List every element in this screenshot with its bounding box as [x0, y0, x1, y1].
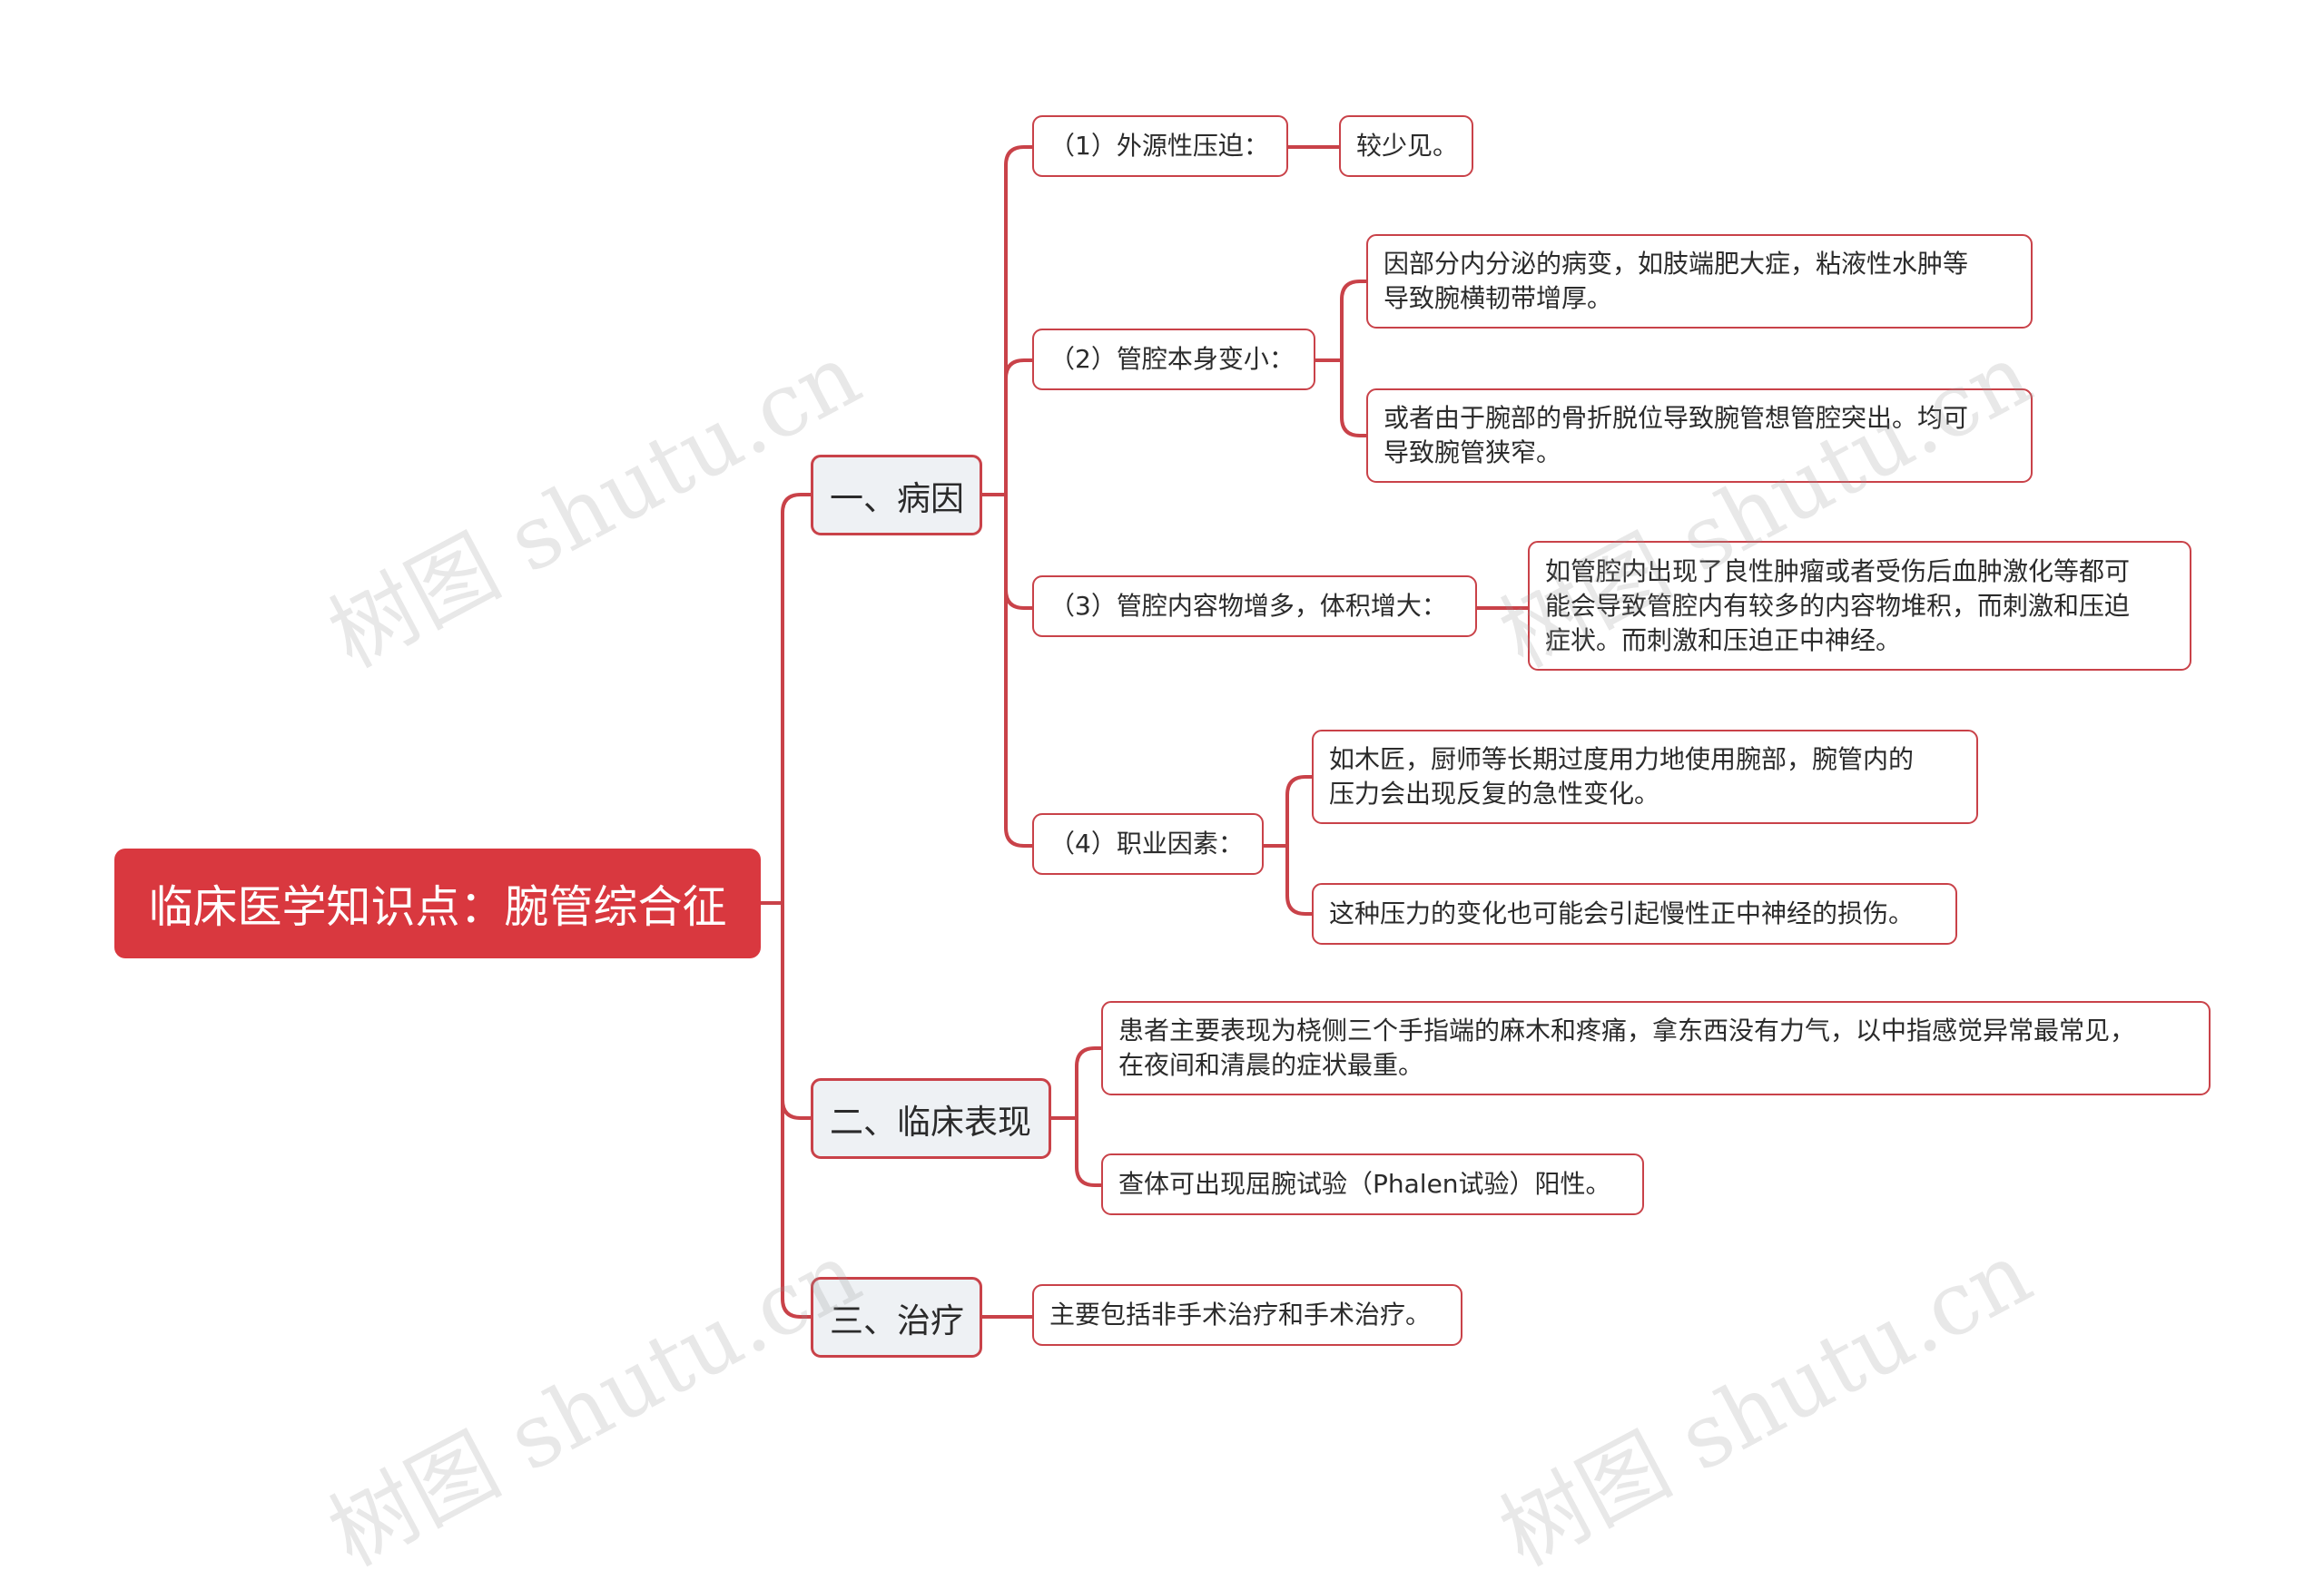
- clinical-detail-b[interactable]: 查体可出现屈腕试验（Phalen试验）阳性。: [1101, 1153, 1644, 1215]
- link-cause-c1: [980, 145, 1034, 496]
- cause-item-1-detail-text: 较少见。: [1356, 131, 1459, 161]
- branch-cause-label: 一、病因: [830, 478, 964, 518]
- link-c4-a: [1262, 775, 1314, 848]
- cause-item-1-label: （1）外源性压迫：: [1049, 131, 1269, 161]
- cause-item-3-detail-line2: 能会导致管腔内有较多的内容物堆积，而刺激和压迫: [1545, 590, 2131, 621]
- cause-item-2-detail-b-line1: 或者由于腕部的骨折脱位导致腕管想管腔突出。均可: [1384, 403, 1969, 433]
- cause-item-2-detail-a-line1: 因部分内分泌的病变，如肢端肥大症，粘液性水肿等: [1384, 249, 1969, 279]
- link-cause-c2: [1004, 358, 1034, 496]
- treatment-detail-text: 主要包括非手术治疗和手术治疗。: [1049, 1300, 1432, 1330]
- link-c2-b: [1340, 358, 1368, 437]
- treatment-detail[interactable]: 主要包括非手术治疗和手术治疗。: [1032, 1284, 1462, 1346]
- link-c2-a: [1314, 280, 1368, 362]
- cause-item-2-detail-b-line2: 导致腕管狭窄。: [1384, 437, 1562, 467]
- cause-item-3-detail-line3: 症状。而刺激和压迫正中神经。: [1545, 624, 1902, 655]
- cause-item-2[interactable]: （2）管腔本身变小：: [1032, 329, 1315, 390]
- clinical-detail-b-text: 查体可出现屈腕试验（Phalen试验）阳性。: [1118, 1169, 1611, 1199]
- cause-item-1[interactable]: （1）外源性压迫：: [1032, 115, 1288, 177]
- link-c4-b: [1285, 844, 1314, 916]
- cause-item-3-detail-line1: 如管腔内出现了良性肿瘤或者受伤后血肿激化等都可: [1545, 555, 2131, 586]
- link-root-cause: [759, 493, 812, 905]
- link-root-treatment: [781, 1098, 812, 1319]
- link-clinical-b: [1075, 1116, 1103, 1187]
- cause-item-2-detail-a-line2: 导致腕横韧带增厚。: [1384, 283, 1613, 313]
- branch-treatment[interactable]: 三、治疗: [811, 1277, 982, 1358]
- cause-item-4-detail-b[interactable]: 这种压力的变化也可能会引起慢性正中神经的损伤。: [1312, 883, 1957, 945]
- cause-item-4-detail-b-text: 这种压力的变化也可能会引起慢性正中神经的损伤。: [1329, 898, 1915, 928]
- clinical-detail-a[interactable]: 患者主要表现为桡侧三个手指端的麻木和疼痛，拿东西没有力气，以中指感觉异常最常见，…: [1101, 1001, 2211, 1095]
- branch-treatment-label: 三、治疗: [830, 1300, 964, 1340]
- connector-lines: [759, 145, 1530, 1319]
- cause-item-3[interactable]: （3）管腔内容物增多，体积增大：: [1032, 575, 1477, 637]
- mind-map-canvas: 临床医学知识点：腕管综合征 一、病因 二、临床表现 三、治疗 （1）外源性压迫：…: [114, 115, 2211, 1585]
- cause-item-4-detail-a-line1: 如木匠，厨师等长期过度用力地使用腕部，腕管内的: [1329, 744, 1915, 774]
- cause-item-4-label: （4）职业因素：: [1049, 829, 1244, 859]
- link-cause-c3: [1004, 493, 1034, 610]
- cause-item-4[interactable]: （4）职业因素：: [1032, 813, 1264, 875]
- cause-item-1-detail[interactable]: 较少见。: [1339, 115, 1473, 177]
- cause-item-4-detail-a[interactable]: 如木匠，厨师等长期过度用力地使用腕部，腕管内的 压力会出现反复的急性变化。: [1312, 730, 1978, 824]
- root-topic[interactable]: 临床医学知识点：腕管综合征: [114, 849, 761, 958]
- branch-clinical[interactable]: 二、临床表现: [811, 1078, 1051, 1159]
- root-topic-label: 临床医学知识点：腕管综合征: [148, 881, 727, 933]
- link-clinical-a: [1049, 1046, 1103, 1120]
- link-root-clinical: [781, 901, 812, 1120]
- cause-item-4-detail-a-line2: 压力会出现反复的急性变化。: [1329, 779, 1660, 809]
- clinical-detail-a-line1: 患者主要表现为桡侧三个手指端的麻木和疼痛，拿东西没有力气，以中指感觉异常最常见，: [1118, 1016, 2136, 1045]
- branch-clinical-label: 二、临床表现: [830, 1102, 1031, 1142]
- cause-item-2-label: （2）管腔本身变小：: [1049, 344, 1295, 374]
- clinical-detail-a-line2: 在夜间和清晨的症状最重。: [1118, 1050, 1424, 1080]
- cause-item-2-detail-a[interactable]: 因部分内分泌的病变，如肢端肥大症，粘液性水肿等 导致腕横韧带增厚。: [1366, 234, 2033, 329]
- cause-item-2-detail-b[interactable]: 或者由于腕部的骨折脱位导致腕管想管腔突出。均可 导致腕管狭窄。: [1366, 388, 2033, 483]
- cause-item-3-detail[interactable]: 如管腔内出现了良性肿瘤或者受伤后血肿激化等都可 能会导致管腔内有较多的内容物堆积…: [1528, 541, 2191, 671]
- link-cause-c4: [1004, 588, 1034, 848]
- branch-cause[interactable]: 一、病因: [811, 455, 982, 535]
- cause-item-3-label: （3）管腔内容物增多，体积增大：: [1049, 591, 1447, 621]
